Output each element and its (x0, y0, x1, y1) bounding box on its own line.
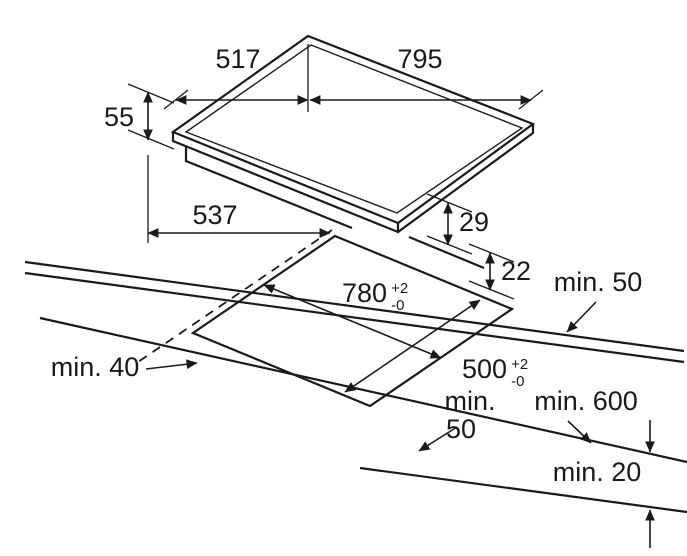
hob-width-label: 795 (397, 44, 442, 74)
front-clearance-annotation: min. 50 (418, 386, 496, 452)
cutout-outline (190, 234, 515, 408)
hob-base-left (184, 146, 353, 230)
front-edge-gap-label: min. 20 (553, 457, 642, 487)
projection-dashed-line (137, 229, 333, 363)
front-step-label: 22 (501, 256, 531, 286)
front-step-dimension: 22 (468, 243, 531, 300)
rear-clearance-label: min. 50 (554, 267, 643, 297)
front-clearance-label-line1: min. (444, 386, 495, 416)
hob-depth-label: 517 (215, 44, 260, 74)
hob-right-face (397, 124, 535, 233)
hob-depth-dimension: 517 (163, 44, 309, 112)
hob-front-face (171, 132, 400, 234)
hob-height-label: 55 (104, 102, 134, 132)
rear-step-label: 29 (459, 207, 489, 237)
hob-total-depth-dimension: 537 (147, 155, 331, 243)
rear-clearance-annotation: min. 50 (554, 267, 643, 333)
hob-width-dimension: 795 (309, 44, 544, 110)
side-clearance-label: min. 40 (51, 352, 140, 382)
front-edge-gap-annotation: min. 20 (553, 420, 655, 548)
hob-height-dimension: 55 (104, 83, 175, 150)
cutout-depth-dimension: 500+2-0 (344, 299, 528, 393)
rear-step-dimension: 29 (426, 193, 489, 255)
hob-total-depth-label: 537 (192, 200, 237, 230)
front-clearance-label-line2: 50 (446, 414, 476, 444)
cutout-depth-label: 500+2-0 (462, 354, 528, 390)
side-clearance-annotation: min. 40 (51, 352, 198, 382)
worktop-front-lower-edge (359, 466, 687, 514)
worktop-depth-annotation: min. 600 (534, 386, 638, 444)
hob-base-right (408, 235, 485, 270)
worktop-depth-label: min. 600 (534, 386, 638, 416)
